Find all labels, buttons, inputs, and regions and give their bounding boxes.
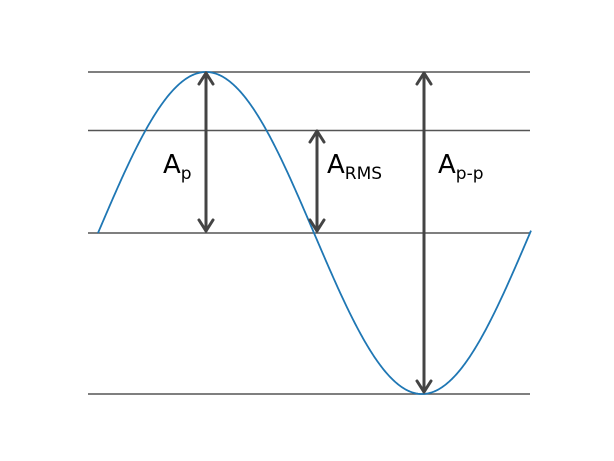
peak-amplitude-arrow	[197, 71, 215, 233]
peak-amplitude-label-sub: p	[181, 164, 192, 184]
peak-to-peak-amplitude-arrow	[415, 71, 433, 394]
rms-amplitude-label-sub: RMS	[345, 164, 382, 184]
peak-to-peak-amplitude-label-main: A	[438, 150, 456, 180]
sine-wave	[97, 71, 532, 395]
rms-amplitude-label-main: A	[327, 150, 345, 180]
peak-to-peak-amplitude-label: Ap-p	[438, 150, 484, 184]
peak-amplitude-label-main: A	[163, 150, 181, 180]
rms-amplitude-arrow	[308, 129, 326, 233]
peak-to-peak-amplitude-label-sub: p-p	[456, 164, 484, 184]
peak-amplitude-label: Ap	[163, 150, 192, 184]
rms-amplitude-label: ARMS	[327, 150, 382, 184]
